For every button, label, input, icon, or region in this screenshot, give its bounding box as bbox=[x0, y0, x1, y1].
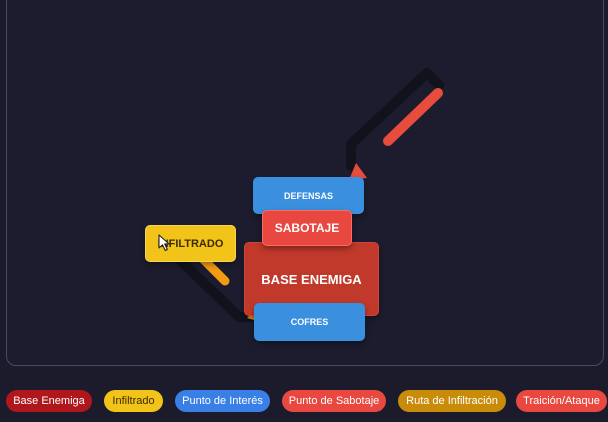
attack-arrowhead-icon bbox=[349, 163, 367, 180]
node-cofres-label: COFRES bbox=[290, 317, 329, 327]
legend-item-ruta-de-infiltracion[interactable]: Ruta de Infiltración bbox=[398, 390, 506, 412]
infiltration-path-shadow bbox=[172, 252, 256, 322]
attack-route-line[interactable] bbox=[383, 88, 443, 146]
legend-item-traicion-ataque[interactable]: Traición/Ataque bbox=[516, 390, 607, 412]
node-base-label: BASE ENEMIGA bbox=[261, 271, 362, 287]
node-sabotaje-label: SABOTAJE bbox=[274, 221, 340, 235]
node-defensas[interactable]: DEFENSAS bbox=[253, 177, 364, 214]
legend-item-punto-de-sabotaje[interactable]: Punto de Sabotaje bbox=[282, 390, 386, 412]
attack-path-shadow bbox=[346, 68, 444, 171]
map-canvas[interactable]: BASE ENEMIGA DEFENSAS SABOTAJE COFRES IN… bbox=[6, 0, 604, 366]
legend-item-punto-de-interes[interactable]: Punto de Interés bbox=[175, 390, 270, 412]
node-cofres[interactable]: COFRES bbox=[254, 303, 365, 341]
mouse-pointer-icon bbox=[158, 234, 170, 252]
legend: Base Enemiga Infiltrado Punto de Interés… bbox=[0, 390, 608, 413]
node-defensas-label: DEFENSAS bbox=[283, 190, 333, 201]
legend-item-base-enemiga[interactable]: Base Enemiga bbox=[6, 390, 92, 412]
legend-item-infiltrado[interactable]: Infiltrado bbox=[104, 390, 163, 412]
node-sabotaje[interactable]: SABOTAJE bbox=[262, 210, 352, 246]
